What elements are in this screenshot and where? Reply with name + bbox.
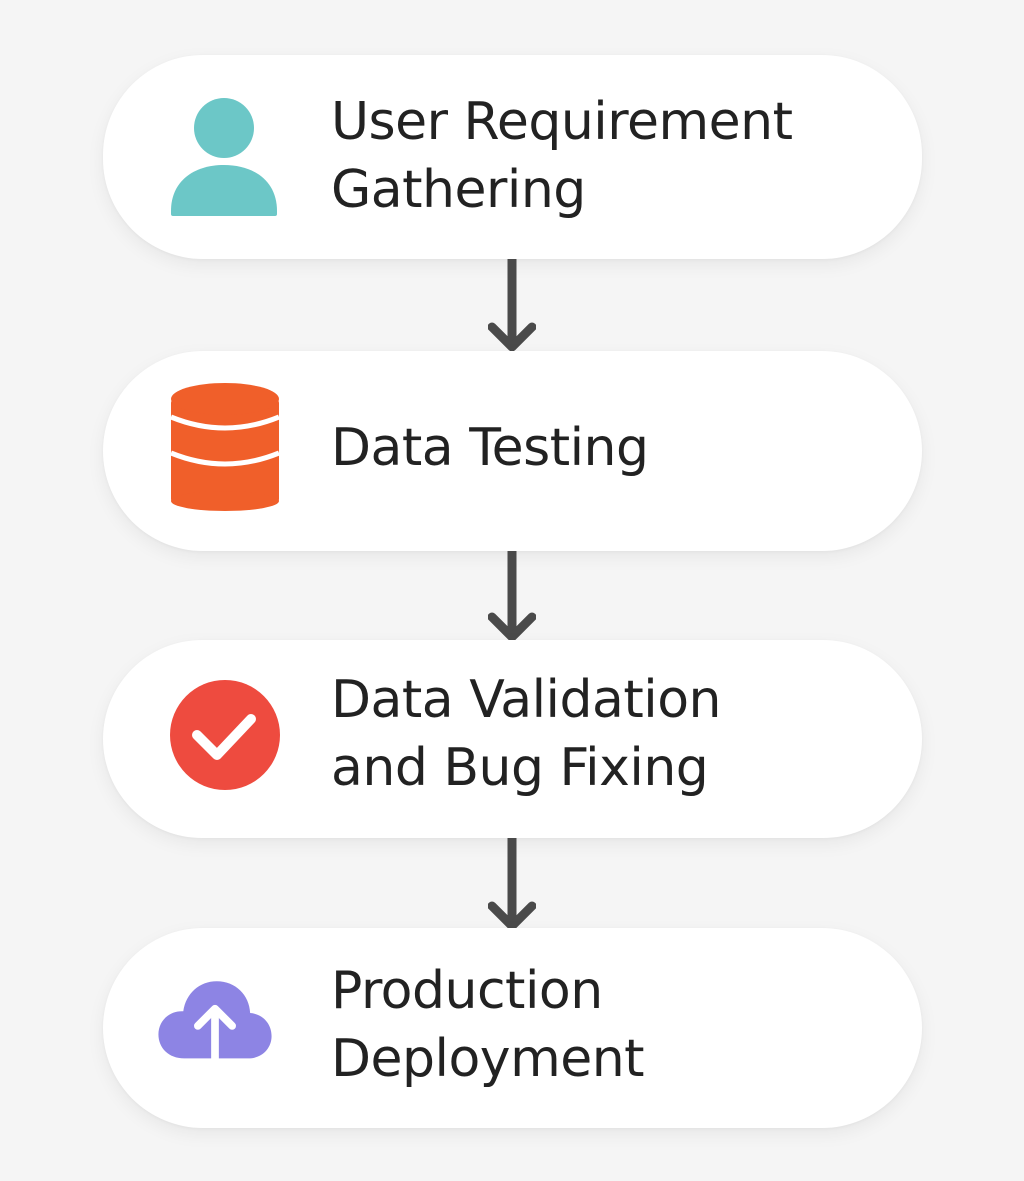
step-data-validation: Data Validation and Bug Fixing xyxy=(103,640,922,838)
step-label-line: Deployment xyxy=(331,1029,645,1089)
arrow-down-icon xyxy=(488,551,536,645)
step-data-testing: Data Testing xyxy=(103,351,922,551)
step-label-line: Production xyxy=(331,961,603,1021)
arrow-down-icon xyxy=(488,259,536,355)
arrow-down-icon xyxy=(488,838,536,934)
step-label-line: and Bug Fixing xyxy=(331,738,709,798)
database-icon xyxy=(168,381,288,511)
step-label-line: Data Testing xyxy=(331,418,649,478)
step-production-deployment: Production Deployment xyxy=(103,928,922,1128)
step-label: Production Deployment xyxy=(331,957,902,1093)
step-label-line: Gathering xyxy=(331,160,586,220)
step-user-requirement-gathering: User Requirement Gathering xyxy=(103,55,922,259)
user-icon xyxy=(166,93,286,223)
step-label-line: Data Validation xyxy=(331,670,721,730)
step-label: Data Validation and Bug Fixing xyxy=(331,666,902,802)
check-circle-icon xyxy=(167,675,287,805)
step-label: User Requirement Gathering xyxy=(331,88,902,224)
step-label: Data Testing xyxy=(331,414,902,482)
cloud-upload-icon xyxy=(155,960,275,1090)
step-label-line: User Requirement xyxy=(331,92,793,152)
